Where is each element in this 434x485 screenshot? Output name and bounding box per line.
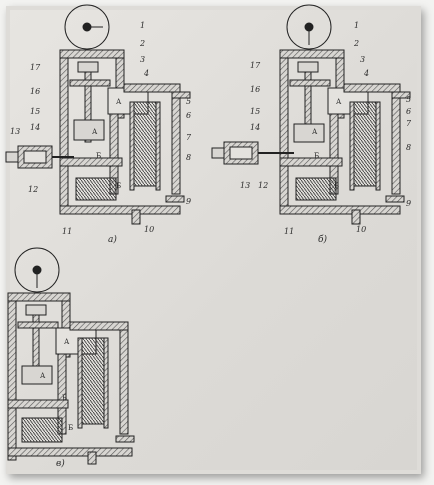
diagram-b-labels: А А Б Б 1 2 3 4 5 6 7 8 9 10 11 12 13 14…	[240, 21, 412, 245]
svg-text:9: 9	[406, 199, 411, 208]
svg-text:4: 4	[363, 69, 369, 78]
svg-text:А: А	[116, 98, 122, 106]
svg-text:6: 6	[406, 107, 411, 116]
svg-text:14: 14	[250, 123, 260, 132]
diagram-b	[211, 4, 411, 225]
svg-text:1: 1	[140, 21, 145, 30]
svg-text:11: 11	[284, 227, 294, 236]
svg-text:А: А	[40, 372, 46, 380]
svg-text:А: А	[64, 338, 70, 346]
svg-text:14: 14	[30, 123, 40, 132]
svg-text:2: 2	[139, 39, 145, 48]
cam-wheel-v	[14, 247, 60, 293]
svg-text:15: 15	[30, 107, 40, 116]
svg-text:8: 8	[186, 153, 191, 162]
svg-text:2: 2	[353, 39, 359, 48]
svg-text:1: 1	[354, 21, 359, 30]
svg-text:13: 13	[10, 127, 20, 136]
diagram-a	[5, 4, 191, 225]
svg-text:Б: Б	[334, 182, 339, 190]
svg-text:5: 5	[406, 95, 411, 104]
svg-text:а): а)	[108, 234, 117, 245]
svg-text:Б: Б	[62, 394, 67, 402]
svg-text:А: А	[312, 128, 318, 136]
svg-text:Б: Б	[96, 152, 101, 160]
svg-text:13: 13	[240, 181, 250, 190]
svg-text:6: 6	[186, 111, 191, 120]
diagram-v-labels: А А Б Б в)	[40, 338, 73, 469]
svg-text:11: 11	[62, 227, 72, 236]
svg-text:3: 3	[140, 55, 145, 64]
svg-text:3: 3	[360, 55, 365, 64]
svg-text:в): в)	[56, 458, 65, 469]
svg-text:12: 12	[28, 185, 38, 194]
svg-text:17: 17	[30, 63, 41, 72]
svg-text:А: А	[92, 128, 98, 136]
svg-text:10: 10	[356, 225, 366, 234]
svg-text:Б: Б	[314, 152, 319, 160]
svg-text:Б: Б	[68, 424, 73, 432]
svg-text:7: 7	[406, 119, 412, 128]
svg-text:А: А	[336, 98, 342, 106]
svg-text:8: 8	[406, 143, 411, 152]
svg-text:16: 16	[30, 87, 40, 96]
svg-text:16: 16	[250, 85, 260, 94]
cam-wheel-b	[286, 4, 332, 50]
svg-text:5: 5	[186, 97, 191, 106]
diagram-a-labels: А А Б Б 1 2 3 4 5 6 7 8 9 10 11 12 13 14…	[10, 21, 192, 245]
svg-text:7: 7	[186, 133, 192, 142]
svg-text:б): б)	[318, 234, 327, 245]
svg-text:17: 17	[250, 61, 261, 70]
svg-text:Б: Б	[116, 182, 121, 190]
svg-text:4: 4	[143, 69, 149, 78]
diagram-v	[7, 247, 135, 465]
svg-text:9: 9	[186, 197, 191, 206]
svg-text:10: 10	[144, 225, 154, 234]
cam-wheel-a	[64, 4, 110, 50]
svg-text:12: 12	[258, 181, 268, 190]
svg-text:15: 15	[250, 107, 260, 116]
